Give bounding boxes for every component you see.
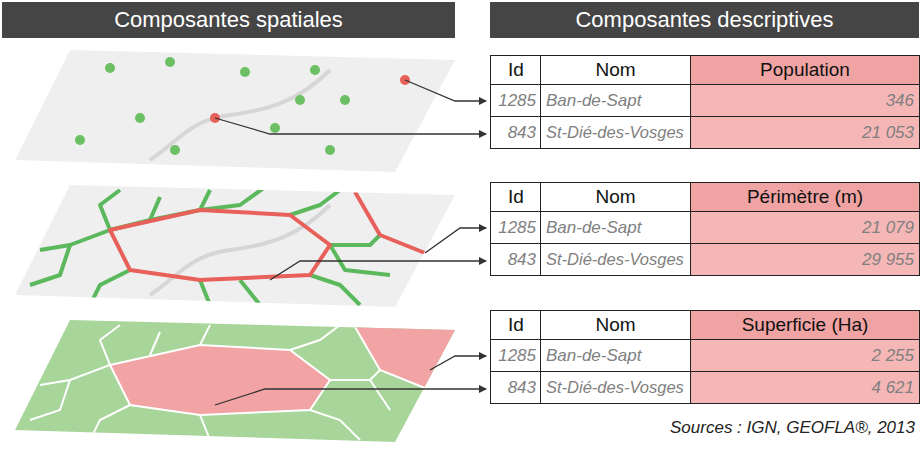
table-cell: 346: [690, 84, 920, 117]
cell-value: 843: [508, 378, 536, 398]
column-header: Nom: [595, 186, 635, 208]
table-header-cell: Nom: [540, 55, 691, 85]
cell-value: 29 955: [862, 250, 914, 270]
table-cell: Ban-de-Sapt: [540, 339, 691, 372]
point-layer: [15, 50, 455, 172]
polygon-layer: [15, 320, 470, 442]
cell-value: St-Dié-des-Vosges: [546, 123, 684, 142]
line-layer: [15, 185, 455, 307]
table-header-cell: Nom: [540, 310, 691, 340]
table-cell: 1285: [490, 84, 541, 117]
table-cell: 21 053: [690, 116, 920, 149]
table-cell: 1285: [490, 339, 541, 372]
table-cell: St-Dié-des-Vosges: [540, 116, 691, 149]
header-bar: Composantes spatiales: [2, 2, 455, 38]
table-header-cell: Id: [490, 182, 541, 212]
header-text: Composantes descriptives: [575, 7, 833, 33]
cell-value: 843: [508, 250, 536, 270]
cell-value: 1285: [498, 218, 536, 238]
table-cell: 1285: [490, 211, 541, 244]
header-text: Composantes spatiales: [114, 7, 343, 33]
table-header-cell: Population: [690, 55, 920, 85]
column-header: Nom: [595, 59, 635, 81]
cell-value: 1285: [498, 91, 536, 111]
cell-value: 1285: [498, 346, 536, 366]
cell-value: 346: [886, 91, 914, 111]
leader-arrow: [215, 80, 486, 405]
table-header-cell: Périmètre (m): [690, 182, 920, 212]
cell-value: Ban-de-Sapt: [546, 91, 641, 111]
table-header-cell: Superficie (Ha): [690, 310, 920, 340]
header-bar: Composantes descriptives: [490, 2, 919, 38]
table-header-cell: Id: [490, 55, 541, 85]
table-cell: 843: [490, 116, 541, 149]
table-cell: Ban-de-Sapt: [540, 211, 691, 244]
cell-value: 21 053: [862, 123, 914, 143]
table-header-cell: Id: [490, 310, 541, 340]
cell-value: 843: [508, 123, 536, 143]
table-cell: 2 255: [690, 339, 920, 372]
column-header: Périmètre (m): [747, 186, 863, 208]
table-cell: St-Dié-des-Vosges: [540, 243, 691, 276]
cell-value: St-Dié-des-Vosges: [546, 378, 684, 397]
table-cell: 4 621: [690, 371, 920, 404]
cell-value: 4 621: [871, 378, 914, 398]
column-header: Id: [508, 186, 524, 208]
table-header-cell: Nom: [540, 182, 691, 212]
column-header: Id: [508, 59, 524, 81]
table-cell: 29 955: [690, 243, 920, 276]
column-header: Id: [508, 314, 524, 336]
column-header: Superficie (Ha): [742, 314, 869, 336]
cell-value: St-Dié-des-Vosges: [546, 250, 684, 269]
cell-value: 2 255: [871, 346, 914, 366]
table-cell: 21 079: [690, 211, 920, 244]
column-header: Population: [760, 59, 850, 81]
table-cell: 843: [490, 243, 541, 276]
table-cell: 843: [490, 371, 541, 404]
table-cell: Ban-de-Sapt: [540, 84, 691, 117]
cell-value: 21 079: [862, 218, 914, 238]
column-header: Nom: [595, 314, 635, 336]
source-caption: Sources : IGN, GEOFLA®, 2013: [670, 418, 915, 438]
cell-value: Ban-de-Sapt: [546, 218, 641, 238]
table-cell: St-Dié-des-Vosges: [540, 371, 691, 404]
cell-value: Ban-de-Sapt: [546, 346, 641, 366]
